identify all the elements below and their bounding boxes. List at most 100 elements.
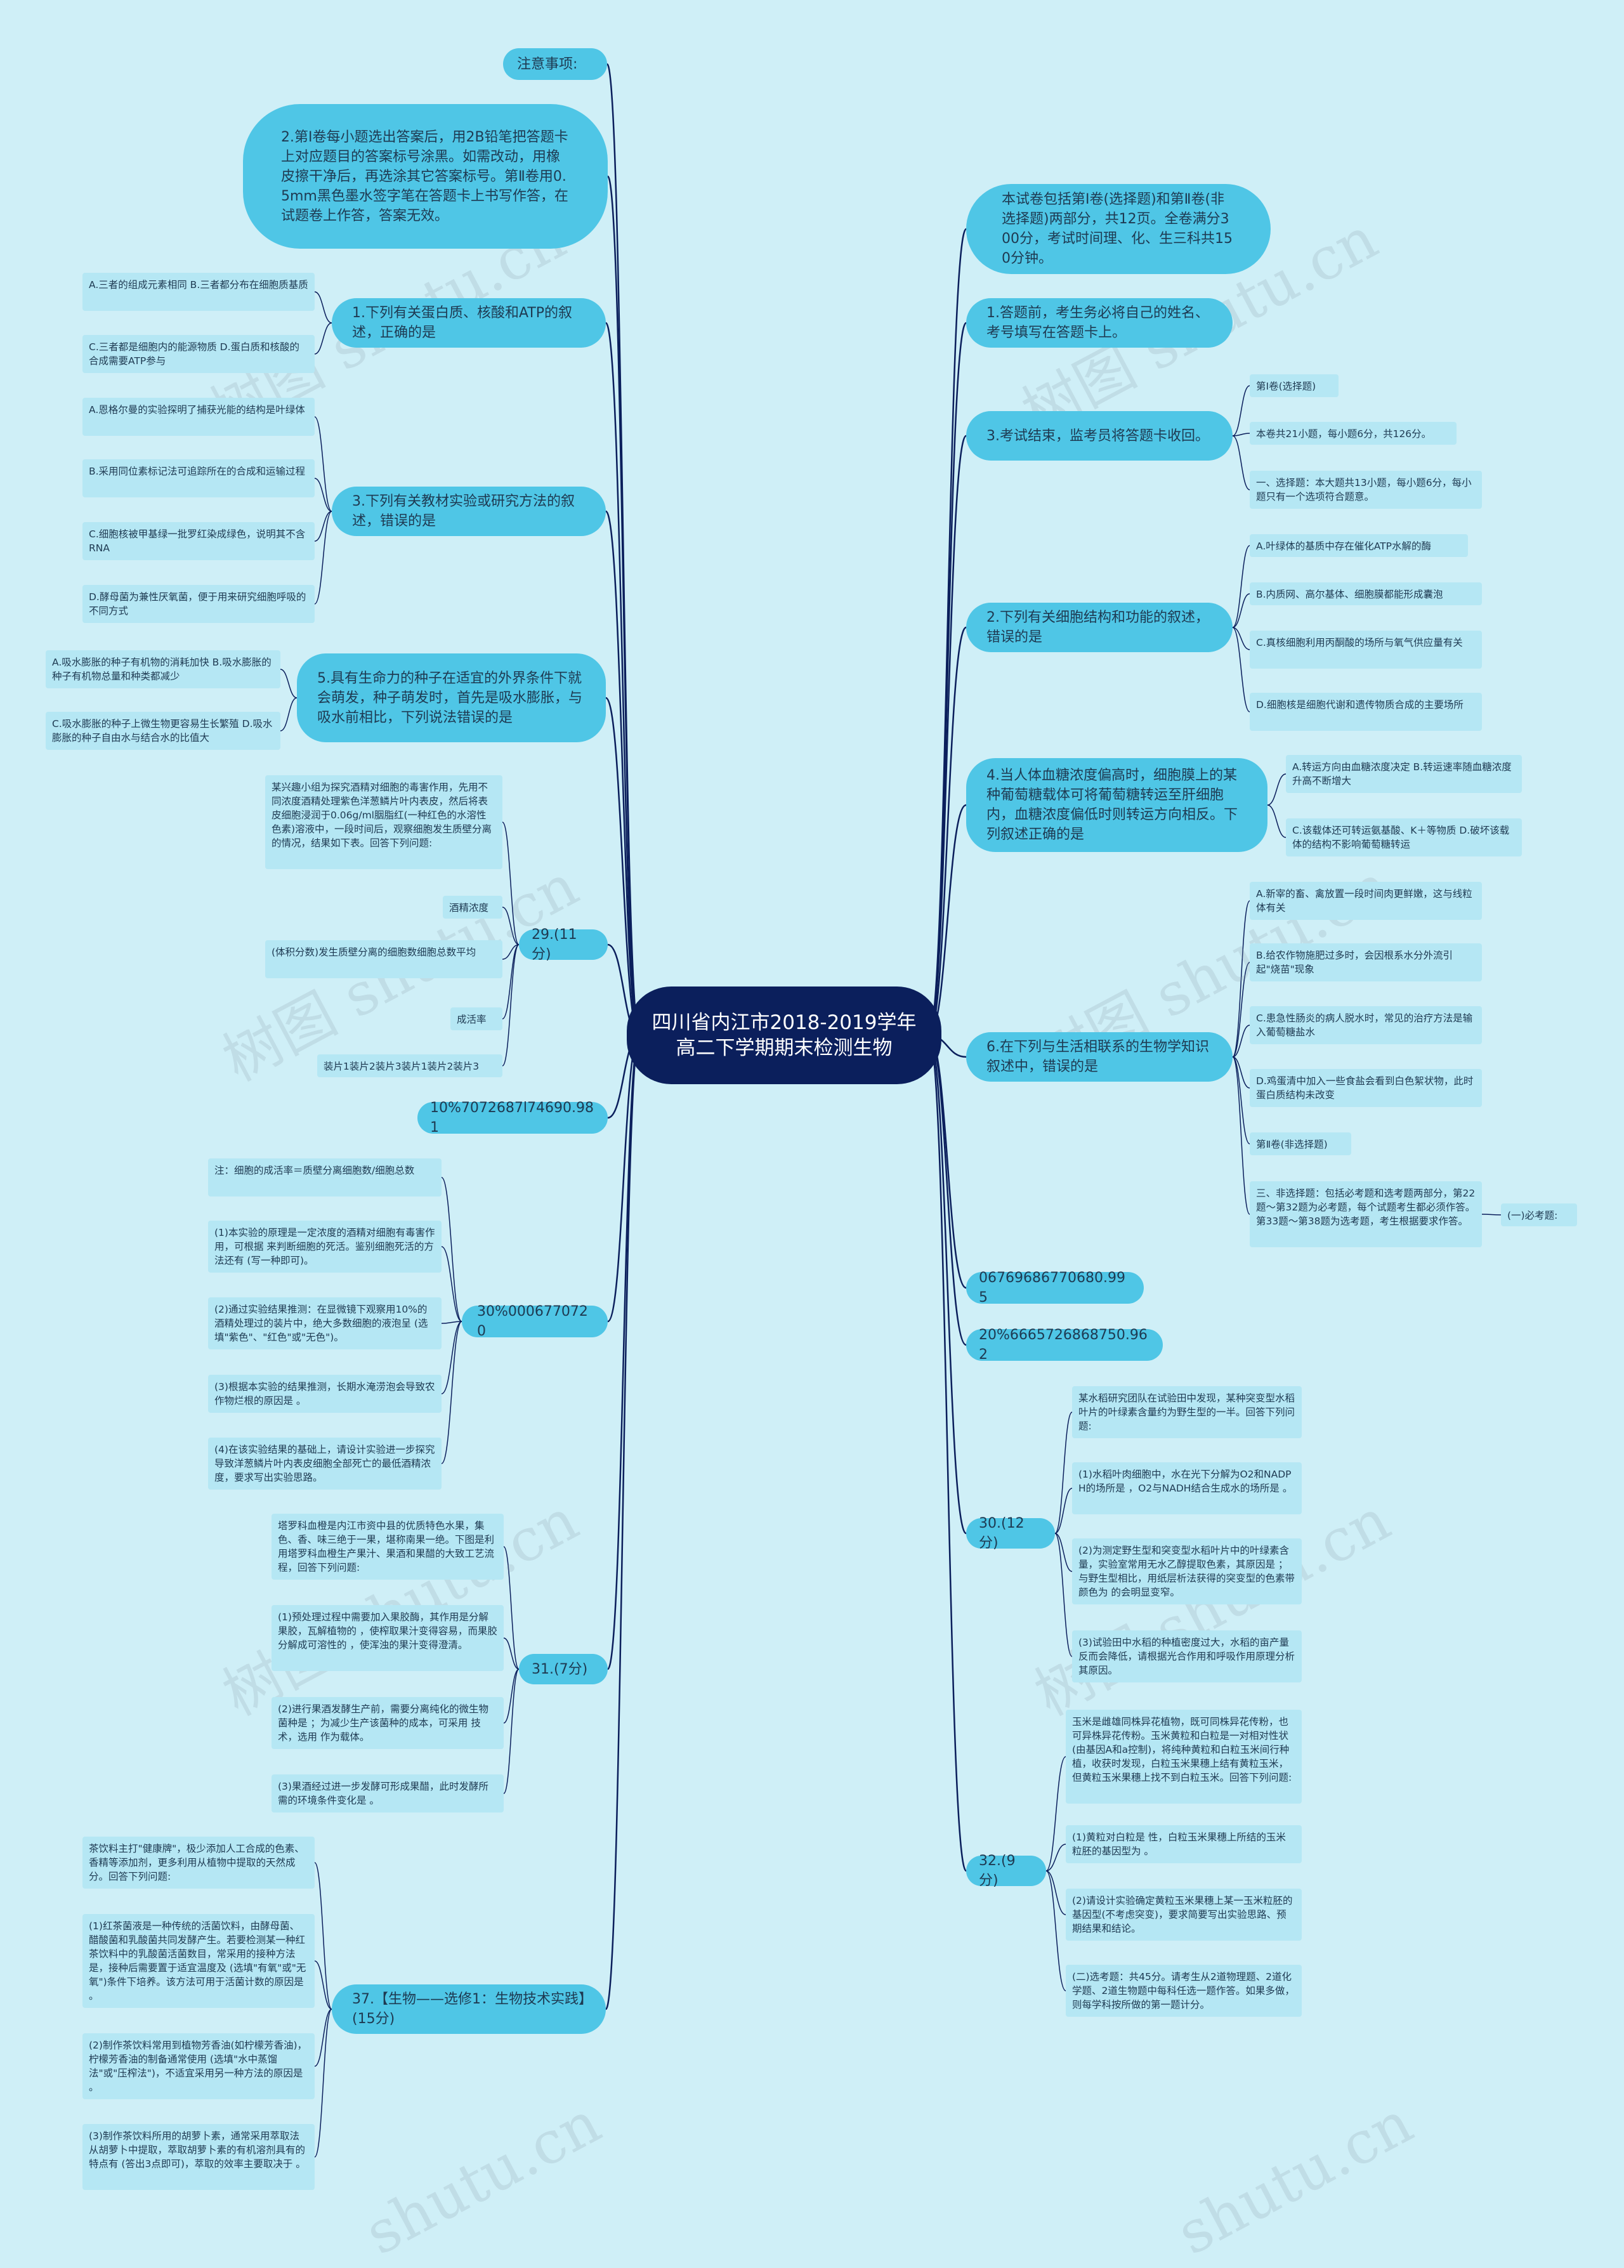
leaf-q2-option[interactable]: C.真核细胞利用丙酮酸的场所与氧气供应量有关: [1250, 631, 1482, 669]
leaf-q2-option[interactable]: A.叶绿体的基质中存在催化ATP水解的酶: [1250, 534, 1468, 557]
root-topic[interactable]: 四川省内江市2018-2019学年高二下学期期末检测生物: [627, 987, 941, 1084]
connector-line: [441, 1321, 462, 1324]
leaf-rule3-item[interactable]: 一、选择题：本大题共13小题，每小题6分，每小题只有一个选项符合题意。: [1250, 471, 1482, 509]
leaf-q3-option[interactable]: D.酵母菌为兼性厌氧菌，便于用来研究细胞呼吸的不同方式: [82, 585, 315, 623]
leaf-rule3-item[interactable]: 第Ⅰ卷(选择题): [1250, 374, 1339, 397]
node-question-31[interactable]: 31.(7分): [519, 1654, 608, 1684]
leaf-q29-item[interactable]: 酒精浓度: [443, 896, 502, 919]
leaf-pct2-item[interactable]: (3)根据本实验的结果推测，长期水淹涝泡会导致农作物烂根的原因是 。: [208, 1375, 442, 1413]
leaf-q3-option[interactable]: B.采用同位素标记法可追踪所在的合成和运输过程: [82, 459, 315, 497]
leaf-q31-item[interactable]: (1)预处理过程中需要加入果胶酶，其作用是分解果胶，瓦解植物的 ，使榨取果汁变得…: [272, 1605, 504, 1671]
node-question-30[interactable]: 30.(12分): [966, 1516, 1055, 1551]
connector-line: [1232, 433, 1250, 436]
leaf-q29-item[interactable]: 某兴趣小组为探究酒精对细胞的毒害作用，先用不同浓度酒精处理紫色洋葱鳞片叶内表皮，…: [265, 775, 502, 869]
leaf-q6-item[interactable]: 三、非选择题：包括必考题和选考题两部分，第22题～第32题为必考题，每个试题考生…: [1250, 1181, 1482, 1247]
node-question-5[interactable]: 5.具有生命力的种子在适宜的外界条件下就会萌发，种子萌发时，首先是吸水膨胀，与吸…: [297, 653, 606, 742]
leaf-q2-option[interactable]: D.细胞核是细胞代谢和遗传物质合成的主要场所: [1250, 693, 1482, 731]
node-rule-2[interactable]: 2.第Ⅰ卷每小题选出答案后，用2B铅笔把答题卡上对应题目的答案标号涂黑。如需改动…: [243, 104, 608, 249]
leaf-q1-option[interactable]: C.三者都是细胞内的能源物质 D.蛋白质和核酸的合成需要ATP参与: [82, 335, 315, 373]
leaf-q4-option[interactable]: A.转运方向由血糖浓度决定 B.转运速率随血糖浓度升高不断增大: [1286, 755, 1522, 793]
leaf-q32-item[interactable]: 玉米是雌雄同株异花植物，既可同株异花传粉，也可异株异花传粉。玉米黄粒和白粒是一对…: [1066, 1710, 1302, 1804]
connector-line: [503, 1668, 520, 1794]
leaf-q32-item[interactable]: (二)选考题：共45分。请考生从2道物理题、2道化学题、2道生物题中每科任选一题…: [1066, 1965, 1302, 2017]
leaf-q6-item[interactable]: A.新宰的畜、禽放置一段时间肉更鲜嫩，这与线粒体有关: [1250, 882, 1482, 920]
leaf-q30-item[interactable]: (1)水稻叶肉细胞中，水在光下分解为O2和NADPH的场所是 ，O2与NADH结…: [1072, 1462, 1302, 1514]
leaf-q32-item[interactable]: (2)请设计实验确定黄粒玉米果穗上某一玉米粒胚的基因型(不考虑突变)，要求简要写…: [1066, 1889, 1302, 1941]
node-notice[interactable]: 注意事项:: [503, 48, 607, 80]
connector-line: [927, 1034, 967, 1872]
leaf-required-questions[interactable]: (一)必考题:: [1501, 1203, 1577, 1226]
leaf-q37-item[interactable]: (2)制作茶饮料常用到植物芳香油(如柠檬芳香油)，柠檬芳香油的制备通常使用 (选…: [82, 2033, 315, 2099]
leaf-rule3-item[interactable]: 本卷共21小题，每小题6分，共126分。: [1250, 422, 1457, 445]
node-rule-1[interactable]: 1.答题前，考生务必将自己的姓名、考号填写在答题卡上。: [966, 298, 1233, 348]
node-question-4[interactable]: 4.当人体血糖浓度偏高时，细胞膜上的某种葡萄糖载体可将葡萄糖转运至肝细胞内，血糖…: [966, 758, 1267, 852]
node-question-3[interactable]: 3.下列有关教材实验或研究方法的叙述，错误的是: [332, 487, 606, 536]
leaf-q2-option[interactable]: B.内质网、高尔基体、细胞膜都能形成囊泡: [1250, 582, 1482, 605]
node-number-2[interactable]: 20%6665726868750.962: [966, 1327, 1163, 1363]
leaf-q37-item[interactable]: (1)红茶菌液是一种传统的活菌饮料，由酵母菌、醋酸菌和乳酸菌共同发酵产生。若要检…: [82, 1914, 315, 2008]
connector-line: [280, 697, 298, 731]
node-question-32[interactable]: 32.(9分): [966, 1853, 1046, 1889]
leaf-q29-item[interactable]: 装片1装片2装片3装片1装片2装片3: [317, 1054, 502, 1077]
connector-line: [605, 1034, 641, 2010]
connector-line: [441, 1177, 462, 1322]
connector-line: [1054, 1533, 1073, 1572]
connector-line: [1267, 804, 1287, 838]
connector-line: [1232, 385, 1250, 436]
leaf-q31-item[interactable]: (2)进行果酒发酵生产前，需要分离纯化的微生物菌种是 ；为减少生产该菌种的成本，…: [272, 1697, 504, 1749]
leaf-pct2-item[interactable]: (1)本实验的原理是一定浓度的酒精对细胞有毒害作用，可根据 来判断细胞的死活。鉴…: [208, 1221, 442, 1273]
node-percent-2[interactable]: 30%0006770720: [462, 1304, 608, 1339]
connector-line: [606, 175, 641, 1037]
connector-line: [503, 1637, 520, 1670]
leaf-q6-item[interactable]: B.给农作物施肥过多时，会因根系水分外流引起"烧苗"现象: [1250, 943, 1482, 981]
leaf-q4-option[interactable]: C.该载体还可转运氨基酸、K＋等物质 D.破坏该载体的结构不影响葡萄糖转运: [1286, 818, 1522, 856]
leaf-q37-item[interactable]: 茶饮料主打"健康牌"，极少添加人工合成的色素、香精等添加剂，更多利用从植物中提取…: [82, 1837, 315, 1889]
connector-line: [502, 822, 520, 945]
leaf-q6-item[interactable]: 第Ⅱ卷(非选择题): [1250, 1132, 1351, 1155]
connector-line: [314, 322, 332, 355]
leaf-q3-option[interactable]: A.恩格尔曼的实验探明了捕获光能的结构是叶绿体: [82, 398, 315, 436]
node-number-1[interactable]: 06769686770680.995: [966, 1270, 1144, 1306]
node-percent-1[interactable]: 10%7072687l74690.981: [417, 1100, 608, 1136]
node-question-29[interactable]: 29.(11分): [519, 927, 608, 962]
connector-line: [1045, 1756, 1066, 1871]
leaf-pct2-item[interactable]: 注：细胞的成活率＝质壁分离细胞数/细胞总数: [208, 1158, 442, 1196]
node-rule-3[interactable]: 3.考试结束，监考员将答题卡收回。: [966, 411, 1233, 461]
node-question-6[interactable]: 6.在下列与生活相联系的生物学知识叙述中，错误的是: [966, 1032, 1233, 1082]
node-question-1[interactable]: 1.下列有关蛋白质、核酸和ATP的叙述，正确的是: [332, 298, 606, 348]
connector-line: [606, 1034, 641, 1670]
leaf-q30-item[interactable]: (2)为测定野生型和突变型水稻叶片中的叶绿素含量，实验室常用无水乙醇提取色素，其…: [1072, 1538, 1302, 1604]
leaf-q37-item[interactable]: (3)制作茶饮料所用的胡萝卜素，通常采用萃取法从胡萝卜中提取，萃取胡萝卜素的有机…: [82, 2124, 315, 2190]
leaf-q6-item[interactable]: D.鸡蛋清中加入一些食盐会看到白色絮状物，此时蛋白质结构未改变: [1250, 1069, 1482, 1107]
connector-line: [314, 478, 332, 512]
leaf-q29-item[interactable]: 成活率: [450, 1007, 502, 1030]
connector-line: [1232, 545, 1250, 628]
connector-line: [1481, 1214, 1502, 1216]
leaf-pct2-item[interactable]: (2)通过实验结果推测：在显微镜下观察用10%的酒精处理过的装片中，绝大多数细胞…: [208, 1297, 442, 1349]
connector-line: [1232, 627, 1250, 712]
connector-line: [928, 1034, 967, 1289]
leaf-q3-option[interactable]: C.细胞核被甲基绿一批罗红染成绿色，说明其不含RNA: [82, 522, 315, 560]
node-question-2[interactable]: 2.下列有关细胞结构和功能的叙述，错误的是: [966, 603, 1233, 652]
connector-line: [502, 907, 520, 945]
node-intro[interactable]: 本试卷包括第Ⅰ卷(选择题)和第Ⅱ卷(非选择题)两部分，共12页。全卷满分300分…: [966, 184, 1271, 274]
leaf-q30-item[interactable]: 某水稻研究团队在试验田中发现，某种突变型水稻叶片的叶绿素含量约为野生型的一半。回…: [1072, 1386, 1302, 1438]
leaf-q5-option[interactable]: C.吸水膨胀的种子上微生物更容易生长繁殖 D.吸水膨胀的种子自由水与结合水的比值…: [46, 712, 280, 750]
connector-line: [1232, 1056, 1250, 1144]
connector-line: [927, 1034, 967, 1535]
leaf-q1-option[interactable]: A.三者的组成元素相同 B.三者都分布在细胞质基质: [82, 273, 315, 311]
connector-line: [1054, 1488, 1073, 1534]
leaf-q31-item[interactable]: (3)果酒经过进一步发酵可形成果醋，此时发酵所需的环境条件变化是 。: [272, 1774, 504, 1812]
node-question-37[interactable]: 37.【生物——选修1：生物技术实践】(15分): [332, 1984, 606, 2034]
leaf-q29-item[interactable]: (体积分数)发生质壁分离的细胞数细胞总数平均: [265, 940, 502, 978]
leaf-q6-item[interactable]: C.患急性肠炎的病人脱水时，常见的治疗方法是输入葡萄糖盐水: [1250, 1006, 1482, 1044]
connector-line: [1045, 1870, 1066, 1915]
connector-line: [502, 944, 520, 960]
connector-line: [1054, 1412, 1073, 1534]
leaf-q31-item[interactable]: 塔罗科血橙是内江市资中县的优质特色水果，集色、香、味三绝于一果，堪称南果一绝。下…: [272, 1514, 504, 1580]
connector-line: [1045, 1844, 1066, 1871]
leaf-q30-item[interactable]: (3)试验田中水稻的种植密度过大，水稻的亩产量反而会降低，请根据光合作用和呼吸作…: [1072, 1630, 1302, 1682]
leaf-pct2-item[interactable]: (4)在该实验结果的基础上，请设计实验进一步探究导致洋葱鳞片叶内表皮细胞全部死亡…: [208, 1438, 442, 1490]
leaf-q5-option[interactable]: A.吸水膨胀的种子有机物的消耗加快 B.吸水膨胀的种子有机物总量和种类都减少: [46, 650, 280, 688]
leaf-q32-item[interactable]: (1)黄粒对白粒是 性，白粒玉米果穗上所结的玉米粒胚的基因型为 。: [1066, 1825, 1302, 1863]
